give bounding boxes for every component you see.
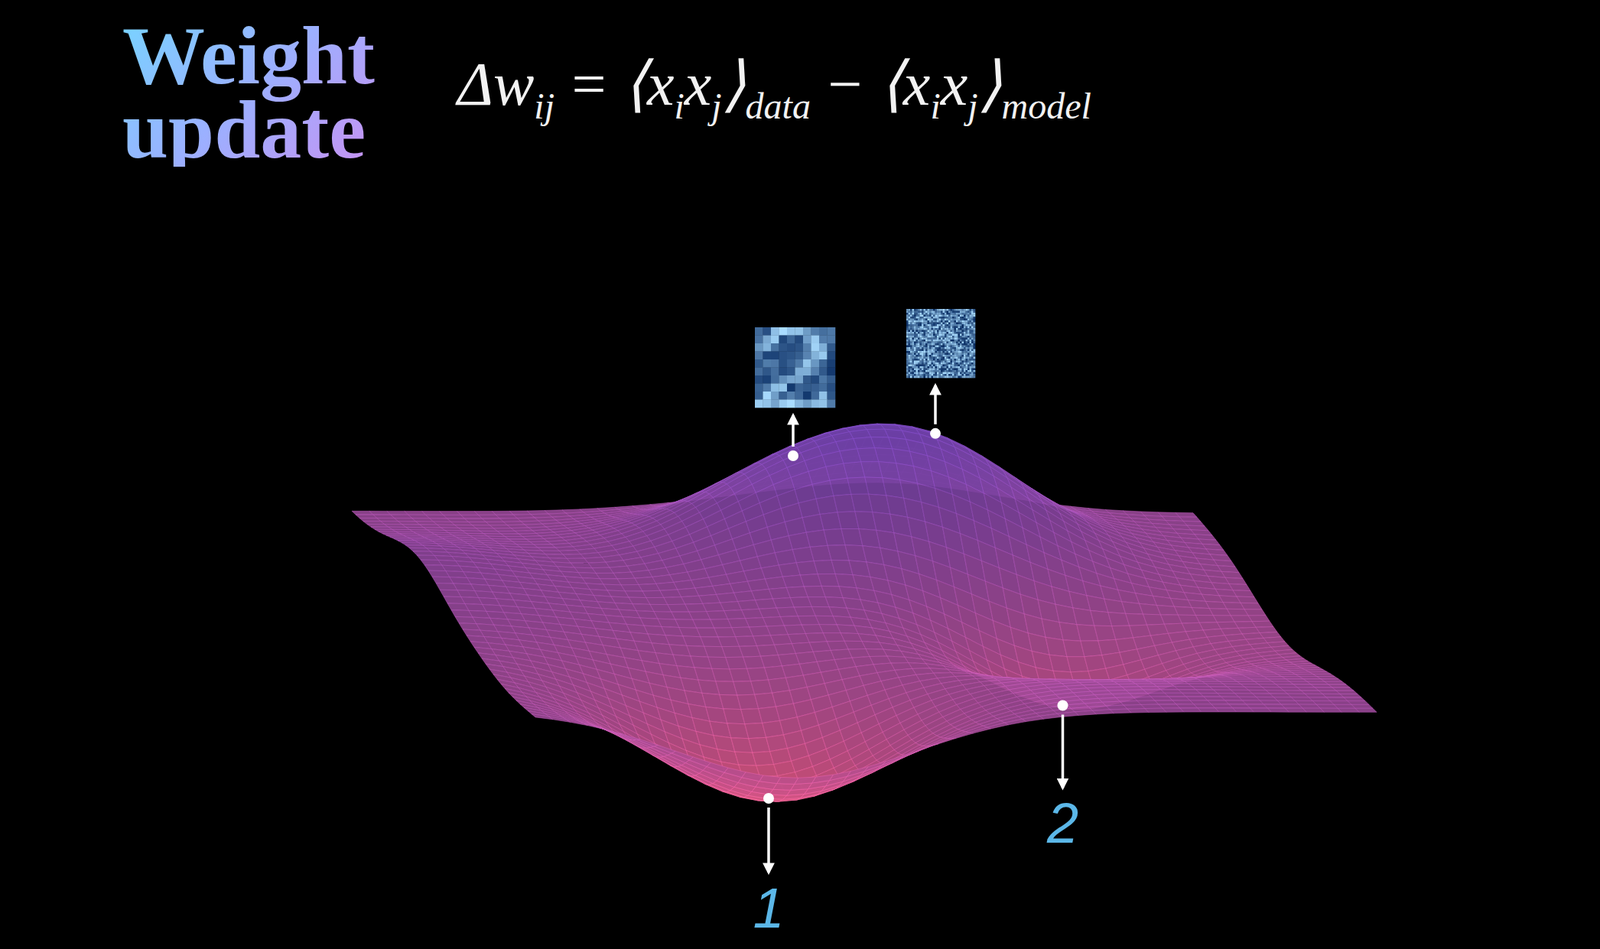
mesh-cell: [1240, 602, 1262, 609]
mesh-cell: [1041, 618, 1064, 641]
mesh-cell: [1229, 584, 1251, 592]
mesh-cell: [930, 668, 952, 674]
mesh-cell: [883, 649, 905, 657]
mesh-cell: [1055, 604, 1077, 625]
mesh-cell: [1232, 590, 1255, 598]
mesh-cell: [1104, 598, 1126, 614]
surface-mesh: [351, 423, 1377, 802]
mesh-cell: [1252, 621, 1274, 628]
mesh-cell: [1170, 598, 1192, 608]
mesh-cell: [1313, 673, 1335, 677]
mesh-cell: [1244, 609, 1266, 616]
mesh-cell: [1320, 679, 1343, 683]
mesh-cell: [1086, 595, 1109, 613]
mesh-cell: [1248, 615, 1270, 622]
mesh-cell: [1175, 512, 1197, 518]
mesh-cell: [1236, 596, 1259, 604]
mesh-cell: [1317, 676, 1339, 680]
mesh-cell: [1328, 684, 1350, 688]
mesh-cell: [1324, 681, 1347, 685]
